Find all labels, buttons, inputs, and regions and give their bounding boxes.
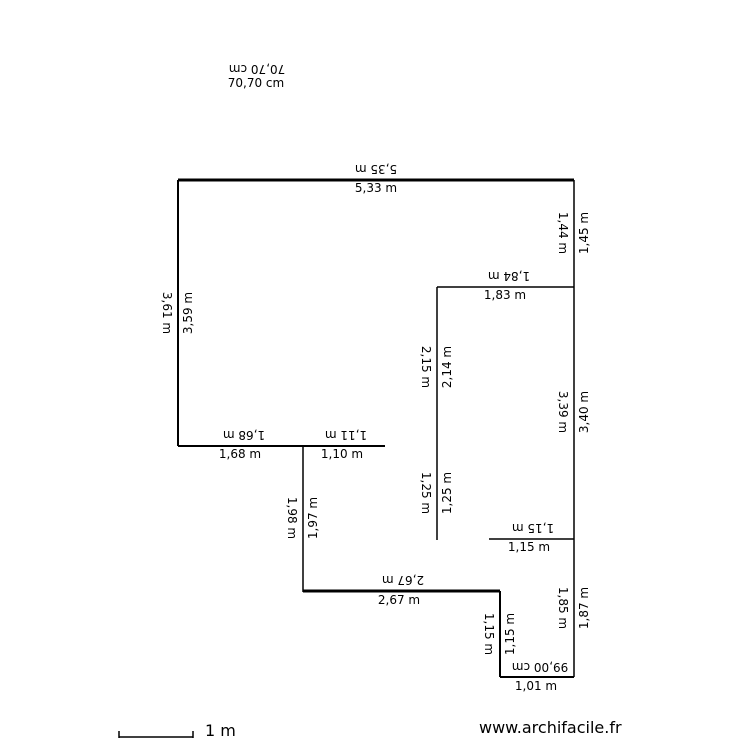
left-lower-inner-label: 1,97 m [306,497,320,539]
right-mid-inner-label: 3,39 m [556,391,570,433]
bottom-mid-inner-label: 2,67 m [378,593,420,607]
right-top-outer-label: 1,45 m [577,212,591,254]
bottom-small-outer-label: 99,00 cm [512,660,568,674]
bottom-mid-outer-label: 2,67 m [382,573,424,587]
step2-inner-label: 1,15 m [508,540,550,554]
right-low-outer-label: 1,87 m [577,587,591,629]
top-wall-inner-label: 5,33 m [355,181,397,195]
step2-outer-label: 1,15 m [512,521,554,535]
inner-lower-b-label: 1,25 m [440,472,454,514]
left-lower-outer-label: 1,98 m [285,497,299,539]
top-label: 70,70 cm [228,76,284,90]
notch-left-a-label: 1,15 m [482,613,496,655]
notch-left-b-label: 1,15 m [503,613,517,655]
step1-inner-label: 1,83 m [484,288,526,302]
mid-left-outer-label: 1,68 m [223,428,265,442]
top-wall-outer-label: 5,35 m [355,162,397,176]
inner-upper-b-label: 2,14 m [440,346,454,388]
bottom-small-inner-label: 1,01 m [515,679,557,693]
right-low-inner-label: 1,85 m [556,587,570,629]
mid-left-inner-label: 1,68 m [219,447,261,461]
left-wall-inner-label: 3,59 m [181,292,195,334]
left-wall-outer-label: 3,61 m [160,292,174,334]
inner-lower-a-label: 1,25 m [419,472,433,514]
mid-right-inner-label: 1,10 m [321,447,363,461]
inner-upper-a-label: 2,15 m [419,346,433,388]
walls [177,178,575,678]
right-top-inner-label: 1,44 m [556,212,570,254]
top-label-flipped: 70,70 cm [229,62,285,76]
scale-bar [118,731,194,738]
mid-right-outer-label: 1,11 m [325,428,367,442]
right-mid-outer-label: 3,40 m [577,391,591,433]
step1-outer-label: 1,84 m [488,269,530,283]
scale-label: 1 m [205,721,236,740]
footer-url[interactable]: www.archifacile.fr [479,718,622,737]
